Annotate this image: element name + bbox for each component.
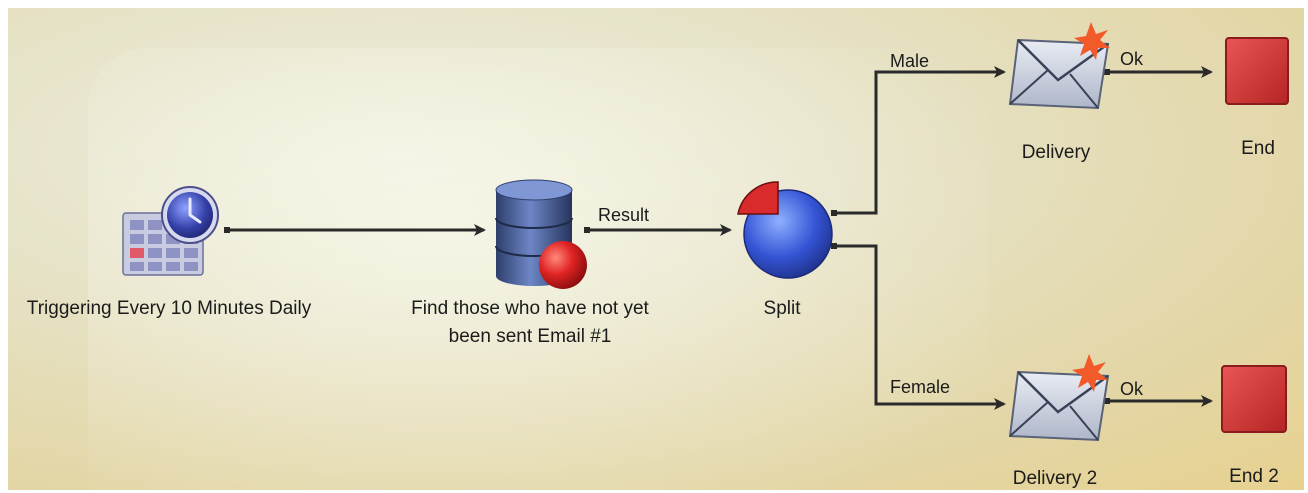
envelope-icon[interactable] bbox=[1008, 354, 1110, 442]
connectors bbox=[228, 66, 1213, 410]
pie-split-icon[interactable] bbox=[737, 181, 833, 279]
edge-label-male: Male bbox=[890, 51, 930, 71]
end-square-icon[interactable] bbox=[1225, 37, 1289, 105]
query-label-line2: been sent Email #1 bbox=[448, 326, 612, 347]
edge-label-result: Result bbox=[598, 205, 650, 225]
delivery-label: Delivery bbox=[1021, 142, 1091, 163]
edge-split-to-delivery[interactable] bbox=[836, 66, 1006, 215]
workflow-canvas: Triggering Every 10 Minutes Daily Find t… bbox=[8, 8, 1304, 490]
split-label: Split bbox=[763, 298, 801, 319]
envelope-icon[interactable] bbox=[1008, 22, 1110, 110]
edge-label-female: Female bbox=[890, 377, 951, 397]
edge-split-to-delivery2[interactable] bbox=[836, 244, 1006, 410]
end2-label: End 2 bbox=[1229, 466, 1279, 487]
end-label: End bbox=[1241, 138, 1275, 159]
delivery2-label: Delivery 2 bbox=[1012, 468, 1098, 489]
calendar-clock-icon[interactable] bbox=[122, 186, 219, 276]
query-label-line1: Find those who have not yet bbox=[411, 298, 649, 319]
edge-label-ok-bottom: Ok bbox=[1120, 379, 1144, 399]
trigger-label: Triggering Every 10 Minutes Daily bbox=[26, 298, 312, 319]
database-icon[interactable] bbox=[495, 179, 587, 289]
workflow-diagram bbox=[122, 22, 1289, 442]
end-square-icon[interactable] bbox=[1221, 365, 1287, 433]
edge-label-ok-top: Ok bbox=[1120, 49, 1144, 69]
